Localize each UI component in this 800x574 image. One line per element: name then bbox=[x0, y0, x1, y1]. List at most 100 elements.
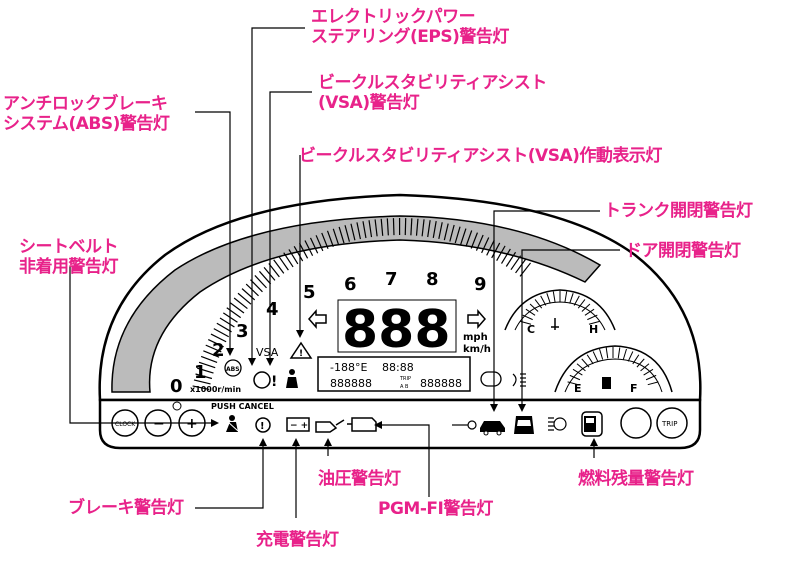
gauge-tick bbox=[278, 255, 289, 271]
tach-8: 8 bbox=[426, 269, 439, 290]
gauge-tick bbox=[368, 220, 373, 238]
gauge-tick bbox=[192, 385, 210, 391]
gauge-tick bbox=[304, 240, 314, 256]
gauge-tick bbox=[219, 317, 235, 328]
lcd-temp: -188°E bbox=[330, 361, 367, 374]
kmh-label: km/h bbox=[463, 344, 491, 355]
fuel-e: E bbox=[574, 382, 582, 395]
gauge-tick bbox=[315, 235, 324, 252]
charge-warning-label: 充電警告灯 bbox=[256, 530, 339, 550]
gauge-tick bbox=[496, 245, 506, 261]
gauge-tick bbox=[449, 224, 455, 242]
gauge-tick bbox=[205, 344, 222, 353]
gauge-tick bbox=[465, 230, 473, 247]
gauge-tick bbox=[338, 226, 345, 244]
gauge-tick bbox=[362, 221, 367, 239]
gauge-tick bbox=[572, 368, 583, 376]
gauge-tick bbox=[581, 303, 591, 312]
temp-c: C bbox=[527, 323, 535, 336]
gauge-tick bbox=[210, 333, 227, 343]
svg-text:ABS: ABS bbox=[226, 366, 240, 373]
vsa-active-label: ビークルスタビリティアシスト(VSA)作動表示灯 bbox=[299, 146, 662, 166]
tach-1: 1 bbox=[194, 362, 207, 383]
battery-icon: − + bbox=[286, 417, 310, 432]
gauge-tick bbox=[195, 373, 213, 380]
mph-label: mph bbox=[463, 332, 488, 343]
gauge-tick bbox=[216, 322, 232, 333]
lcd-ab-label: A B bbox=[400, 384, 409, 390]
temp-h: H bbox=[589, 323, 598, 336]
gauge-tick bbox=[529, 303, 539, 312]
fog-light-icon bbox=[548, 417, 567, 431]
trip-button[interactable] bbox=[656, 407, 688, 439]
gauge-tick bbox=[273, 259, 285, 274]
temp-gauge: C H bbox=[504, 289, 616, 336]
gauge-tick bbox=[460, 228, 467, 245]
fuel-f: F bbox=[630, 382, 638, 395]
tach-unit: x1000r/min bbox=[190, 385, 241, 394]
gauge-tick bbox=[356, 222, 361, 240]
eps-warning-label-line1: エレクトリックパワー bbox=[311, 7, 476, 27]
engine-icon bbox=[347, 417, 377, 432]
brake-warning-label: ブレーキ警告灯 bbox=[68, 498, 184, 518]
pgmfi-warning-label: PGM-FI警告灯 bbox=[378, 499, 493, 519]
lcd-trip: 888888 bbox=[420, 377, 462, 390]
vsa-warning-label-line1: ビークルスタビリティアシスト bbox=[318, 73, 547, 93]
lcd-odometer: 888888 bbox=[330, 377, 372, 390]
vsa-warning-label: ビークルスタビリティアシスト (VSA)警告灯 bbox=[318, 73, 547, 113]
vsa-indicator-text: VSA bbox=[256, 346, 279, 359]
gauge-tick bbox=[525, 308, 536, 316]
vsa-active-triangle-icon: ! bbox=[289, 341, 313, 359]
eps-indicator-icon: ! bbox=[253, 371, 277, 390]
gauge-tick bbox=[586, 354, 594, 365]
trunk-car-icon bbox=[480, 421, 505, 436]
gauge-tick bbox=[380, 218, 384, 236]
fuel-gauge: E F bbox=[554, 345, 673, 395]
gauge-tick bbox=[534, 299, 543, 309]
gauge-tick bbox=[645, 374, 657, 381]
gauge-tick bbox=[203, 350, 220, 358]
gauge-tick bbox=[636, 358, 645, 368]
svg-text:!: ! bbox=[271, 374, 277, 390]
trunk-warning-label: トランク開閉警告灯 bbox=[604, 201, 753, 221]
gauge-tick bbox=[486, 239, 495, 256]
gauge-tick bbox=[491, 242, 501, 259]
gauge-tick bbox=[254, 275, 267, 289]
gauge-tick bbox=[510, 255, 522, 270]
gauge-tick bbox=[564, 291, 568, 303]
gauge-tick bbox=[374, 219, 378, 237]
push-cancel-label: PUSH CANCEL bbox=[211, 402, 274, 411]
gauge-tick bbox=[392, 218, 395, 236]
gauge-tick bbox=[415, 218, 419, 236]
eps-warning-label: エレクトリックパワー ステアリング(EPS)警告灯 bbox=[311, 7, 509, 47]
tach-0: 0 bbox=[170, 376, 183, 397]
lcd-trip-label: TRIP bbox=[399, 376, 411, 382]
gauge-tick bbox=[605, 347, 609, 359]
fuel-level-label: 燃料残量警告灯 bbox=[578, 469, 694, 489]
oil-pressure-label: 油圧警告灯 bbox=[318, 469, 401, 489]
seatbelt-warning-icon bbox=[226, 415, 239, 432]
tach-4: 4 bbox=[266, 299, 279, 320]
blank-button[interactable] bbox=[620, 407, 652, 439]
abs-warning-label: アンチロックブレーキ システム(ABS)警告灯 bbox=[3, 94, 170, 134]
gauge-tick bbox=[443, 223, 449, 241]
gauge-tick bbox=[584, 308, 595, 316]
tach-numbers: 0 1 2 3 4 5 6 7 8 9 bbox=[170, 269, 487, 397]
door-car-icon bbox=[514, 416, 534, 434]
gauge-tick bbox=[438, 222, 443, 240]
gauge-tick bbox=[421, 219, 425, 237]
gauge-tick bbox=[599, 348, 604, 360]
svg-text:!: ! bbox=[299, 349, 303, 359]
speed-display: 888 mph km/h bbox=[308, 299, 491, 360]
gauge-tick bbox=[501, 248, 511, 264]
oil-can-icon bbox=[315, 419, 345, 433]
gauge-tick bbox=[213, 328, 230, 338]
gauge-tick bbox=[197, 367, 214, 374]
coolant-icon bbox=[551, 318, 559, 330]
callout-lines bbox=[69, 27, 620, 518]
gear-icon bbox=[172, 401, 182, 411]
gauge-tick bbox=[627, 351, 634, 362]
gauge-tick bbox=[432, 221, 437, 238]
abs-warning-label-line2: システム(ABS)警告灯 bbox=[3, 114, 170, 134]
